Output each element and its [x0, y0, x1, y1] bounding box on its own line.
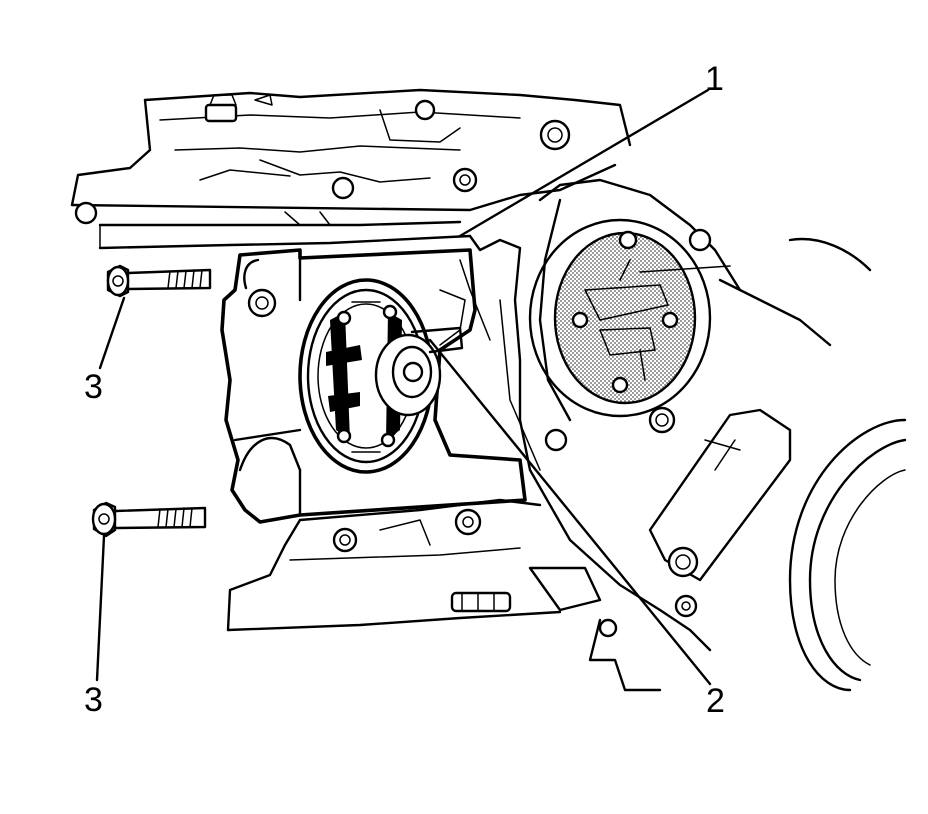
leader-line-3b: [95, 534, 106, 682]
water-pump-housing: [220, 248, 527, 524]
crankshaft-pulley: [788, 237, 907, 692]
water-pump-impeller: [298, 278, 464, 474]
callout-3-lower: 3: [84, 681, 103, 719]
water-pump-bolt-lower: [91, 501, 207, 538]
callout-2: 2: [706, 682, 725, 720]
callout-1: 1: [705, 60, 724, 98]
leader-lines: [95, 88, 731, 686]
tensioner-bracket: [648, 278, 832, 582]
callout-3-upper: 3: [84, 368, 103, 406]
upper-manifold: [70, 88, 632, 250]
lower-engine-block: [226, 498, 618, 638]
camshaft-sprocket: [528, 198, 712, 434]
leader-line-2: [428, 338, 712, 686]
leader-line-1: [458, 88, 710, 238]
front-cover: [459, 178, 742, 692]
leader-line-3a: [98, 296, 126, 370]
water-pump-bolt-upper: [106, 264, 212, 298]
